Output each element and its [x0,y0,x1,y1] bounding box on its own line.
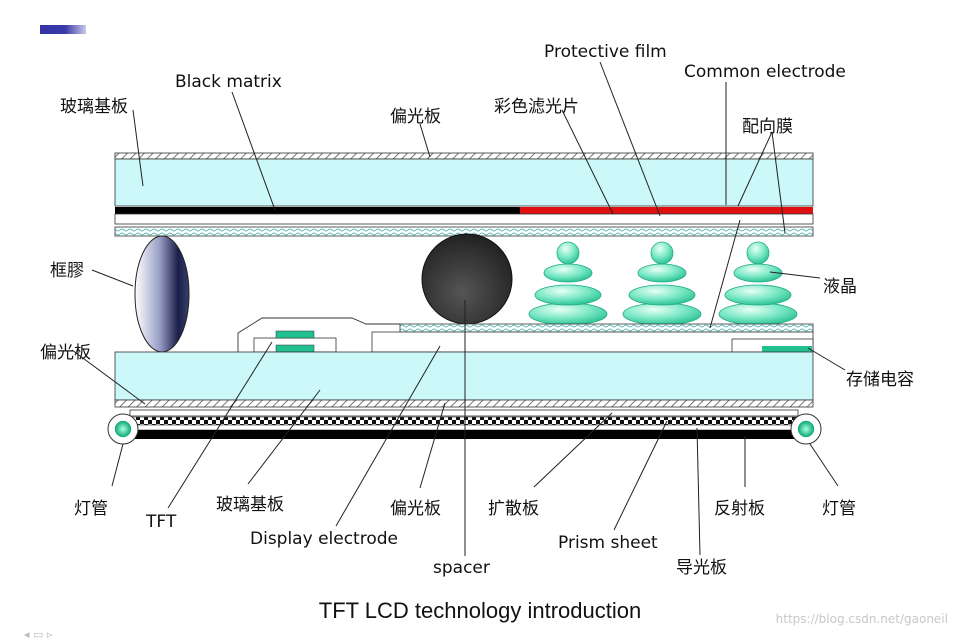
liquid-crystal-molecule [622,241,702,326]
lamp-right [790,413,822,445]
label-glass-substrate-bottom: 玻璃基板 [216,495,284,515]
label-storage-capacitor: 存储电容 [846,370,914,390]
label-reflector: 反射板 [714,499,765,519]
lamp-left [107,413,139,445]
slide-nav-icons: ◂ ▭ ▹ [24,628,53,641]
reflector [130,430,798,439]
label-sealant: 框膠 [50,261,84,281]
label-tft: TFT [146,512,177,532]
tft-gate [275,330,315,339]
label-alignment-film: 配向膜 [742,117,793,137]
bottom-alignment-film [399,323,814,333]
slide-corner-bar [40,25,86,34]
label-liquid-crystal: 液晶 [823,277,857,297]
diagram-caption: TFT LCD technology introduction [318,598,642,623]
label-display-electrode: Display electrode [250,529,398,549]
label-color-filter: 彩色滤光片 [494,97,579,117]
top-glass-substrate [114,158,814,207]
black-matrix [115,207,520,214]
diffuser [129,409,799,417]
leader-lines [71,61,846,556]
liquid-crystal-molecule [718,241,798,326]
bottom-polarizer [114,399,814,408]
label-glass-substrate-top: 玻璃基板 [60,97,128,117]
sealant [134,235,190,353]
color-filter [520,207,813,214]
label-prism-sheet: Prism sheet [558,533,658,553]
label-polarizer-top: 偏光板 [390,107,441,127]
label-spacer: spacer [433,558,490,578]
spacer-ball [421,233,513,325]
label-diffuser: 扩散板 [488,499,539,519]
prism-sheet [129,416,799,426]
liquid-crystal-molecule [528,241,608,326]
protective-film [114,213,814,225]
watermark: https://blog.csdn.net/gaoneil [775,612,948,626]
tft-electrode [275,344,315,353]
tft-gate-line [237,317,400,352]
label-common-electrode: Common electrode [684,62,846,82]
label-polarizer-bottom: 偏光板 [390,499,441,519]
label-protective-film: Protective film [544,42,667,62]
label-lamp-left: 灯管 [74,499,108,519]
label-light-guide: 导光板 [676,558,727,578]
storage-capacitor [762,346,812,352]
top-polarizer [114,152,814,160]
light-guide-plate [129,424,799,431]
label-polarizer-left: 偏光板 [40,343,91,363]
label-black-matrix: Black matrix [175,72,282,92]
label-lamp-right: 灯管 [822,499,856,519]
bottom-glass-substrate [114,351,814,401]
